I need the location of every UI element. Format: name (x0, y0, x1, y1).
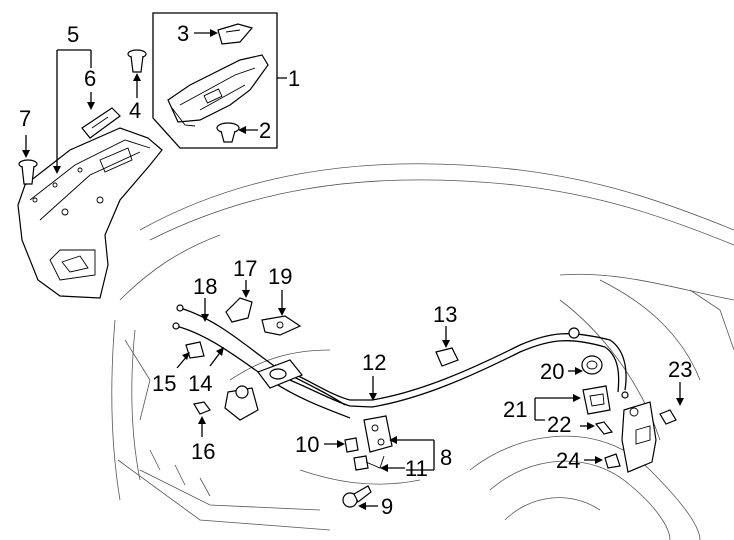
callout-10: 10 (295, 432, 319, 457)
callout-12: 12 (362, 350, 386, 375)
callout-23: 23 (668, 357, 692, 382)
release-handle (224, 359, 303, 421)
callout-11: 11 (405, 456, 428, 481)
callout-5: 5 (67, 22, 79, 47)
striker-bracket (621, 401, 657, 473)
callout-3: 3 (177, 21, 189, 46)
callout-16: 16 (191, 439, 215, 464)
latch-part-8 (363, 415, 393, 453)
callout-14: 14 (188, 371, 212, 396)
callout-24: 24 (556, 448, 580, 473)
callout-9: 9 (381, 494, 393, 519)
bracket-part-19 (261, 315, 302, 336)
bolt-part-9 (342, 485, 372, 508)
callout-17: 17 (233, 256, 257, 281)
callout-13: 13 (433, 302, 457, 327)
bracket-part-21 (582, 385, 611, 415)
bolt-part-23 (659, 409, 677, 425)
callout-2: 2 (259, 118, 271, 143)
clip-part-24 (604, 453, 621, 469)
callout-21: 21 (503, 397, 527, 422)
callout-19: 19 (268, 264, 292, 289)
leader-lines (22, 29, 684, 510)
callout-1: 1 (288, 66, 300, 91)
bracket-part-3 (217, 23, 254, 45)
bracket-part-1 (167, 54, 269, 127)
push-pin-part-4 (127, 49, 147, 73)
connector-part-11 (353, 455, 385, 471)
bolt-part-16 (193, 401, 211, 415)
clip-part-10 (344, 437, 359, 453)
callout-18: 18 (193, 274, 217, 299)
bumper-part-20 (581, 355, 603, 375)
callout-20: 20 (540, 359, 564, 384)
callout-6: 6 (84, 66, 96, 91)
callout-7: 7 (19, 106, 31, 131)
push-pin-part-7 (18, 159, 38, 185)
callout-8: 8 (440, 445, 452, 470)
bracket-part-17 (225, 297, 253, 323)
callout-numbers: 1 2 3 4 5 6 7 8 9 10 11 12 13 14 15 16 1… (19, 21, 692, 519)
callout-15: 15 (152, 371, 176, 396)
clip-part-2 (216, 122, 240, 143)
sensor-part-13 (435, 347, 459, 367)
inset-frame (152, 12, 278, 149)
release-cables (172, 304, 629, 419)
bolt-part-22 (594, 421, 614, 435)
vehicle-body-outline (111, 163, 734, 540)
shield-part-5 (17, 127, 163, 299)
callout-4: 4 (129, 98, 141, 123)
clip-part-15 (185, 341, 205, 359)
callout-22: 22 (547, 412, 571, 437)
clip-part-6 (81, 107, 121, 139)
